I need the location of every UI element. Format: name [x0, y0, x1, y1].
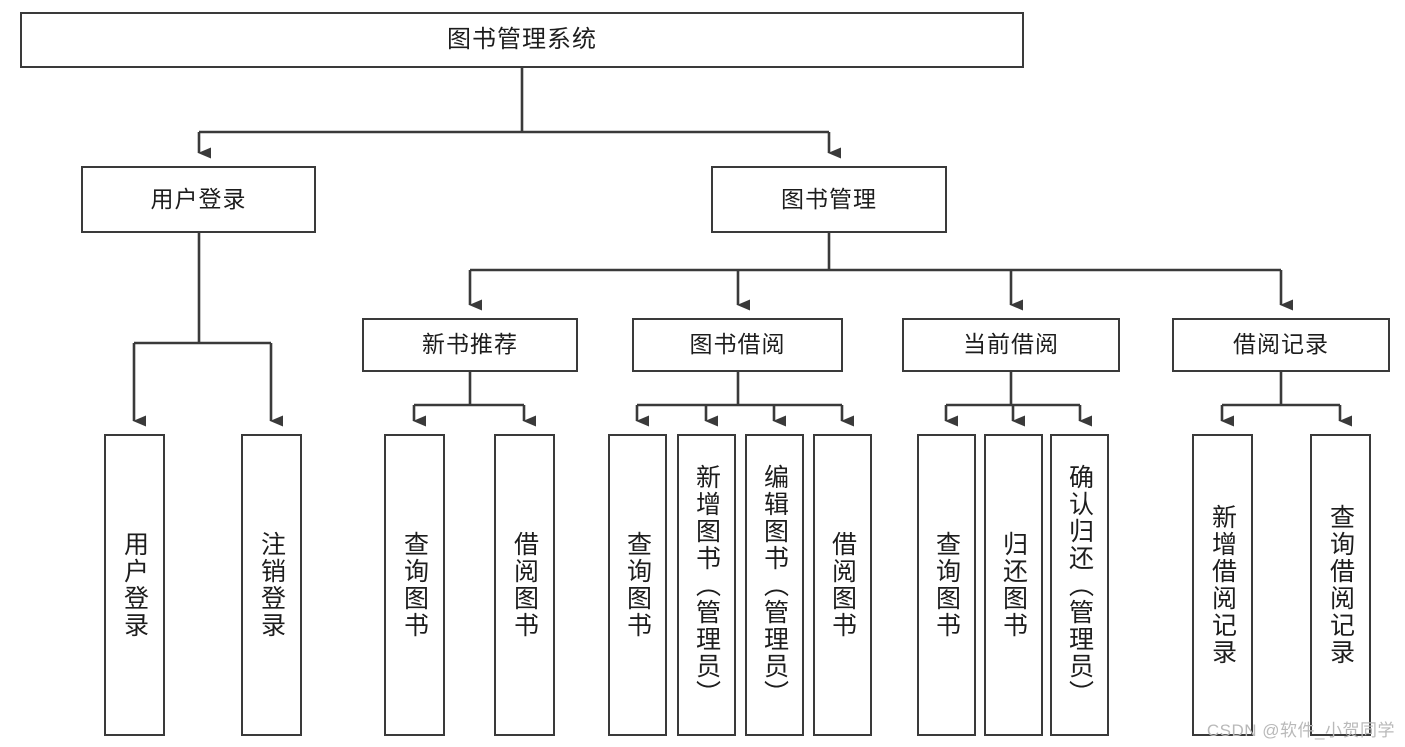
node-leaf-current-return-book-label: 归还图书 — [999, 531, 1028, 639]
node-new-book-recommend-label: 新书推荐 — [422, 331, 518, 358]
node-borrow-records[interactable]: 借阅记录 — [1172, 318, 1390, 372]
node-leaf-new-book-query[interactable]: 查询图书 — [384, 434, 445, 736]
node-leaf-current-return-book[interactable]: 归还图书 — [984, 434, 1043, 736]
node-root-label: 图书管理系统 — [447, 25, 597, 53]
node-leaf-borrow-borrow-book[interactable]: 借阅图书 — [813, 434, 872, 736]
node-book-management[interactable]: 图书管理 — [711, 166, 947, 233]
node-leaf-current-confirm-return-label: 确认归还（管理员） — [1065, 463, 1094, 707]
node-leaf-new-book-query-label: 查询图书 — [400, 531, 429, 639]
node-leaf-borrow-query-book-label: 查询图书 — [623, 531, 652, 639]
node-leaf-current-query-book-label: 查询图书 — [932, 531, 961, 639]
node-leaf-records-add-label: 新增借阅记录 — [1208, 504, 1237, 666]
node-leaf-records-add[interactable]: 新增借阅记录 — [1192, 434, 1253, 736]
node-leaf-borrow-add-book[interactable]: 新增图书（管理员） — [677, 434, 736, 736]
node-leaf-borrow-borrow-book-label: 借阅图书 — [828, 531, 857, 639]
node-leaf-user-login-signin[interactable]: 用户登录 — [104, 434, 165, 736]
node-new-book-recommend[interactable]: 新书推荐 — [362, 318, 578, 372]
node-book-borrow[interactable]: 图书借阅 — [632, 318, 843, 372]
node-leaf-borrow-add-book-label: 新增图书（管理员） — [692, 463, 721, 707]
node-leaf-user-login-signin-label: 用户登录 — [120, 531, 149, 639]
csdn-watermark: CSDN @软件_小贺同学 — [1206, 721, 1395, 740]
node-leaf-borrow-edit-book[interactable]: 编辑图书（管理员） — [745, 434, 804, 736]
node-root-book-management-system[interactable]: 图书管理系统 — [20, 12, 1024, 68]
node-user-login-label: 用户登录 — [150, 185, 247, 212]
node-leaf-current-query-book[interactable]: 查询图书 — [917, 434, 976, 736]
node-leaf-records-query-label: 查询借阅记录 — [1326, 504, 1355, 666]
node-leaf-user-login-signout[interactable]: 注销登录 — [241, 434, 302, 736]
node-book-borrow-label: 图书借阅 — [689, 331, 786, 358]
node-leaf-new-book-borrow-label: 借阅图书 — [510, 531, 539, 639]
node-leaf-user-login-signout-label: 注销登录 — [257, 531, 286, 639]
node-leaf-borrow-edit-book-label: 编辑图书（管理员） — [760, 463, 789, 707]
node-book-management-label: 图书管理 — [781, 185, 877, 212]
node-leaf-records-query[interactable]: 查询借阅记录 — [1310, 434, 1371, 736]
node-leaf-borrow-query-book[interactable]: 查询图书 — [608, 434, 667, 736]
node-borrow-records-label: 借阅记录 — [1233, 331, 1329, 358]
node-user-login[interactable]: 用户登录 — [81, 166, 316, 233]
node-current-borrow[interactable]: 当前借阅 — [902, 318, 1120, 372]
node-current-borrow-label: 当前借阅 — [963, 331, 1059, 358]
node-leaf-new-book-borrow[interactable]: 借阅图书 — [494, 434, 555, 736]
node-leaf-current-confirm-return[interactable]: 确认归还（管理员） — [1050, 434, 1109, 736]
